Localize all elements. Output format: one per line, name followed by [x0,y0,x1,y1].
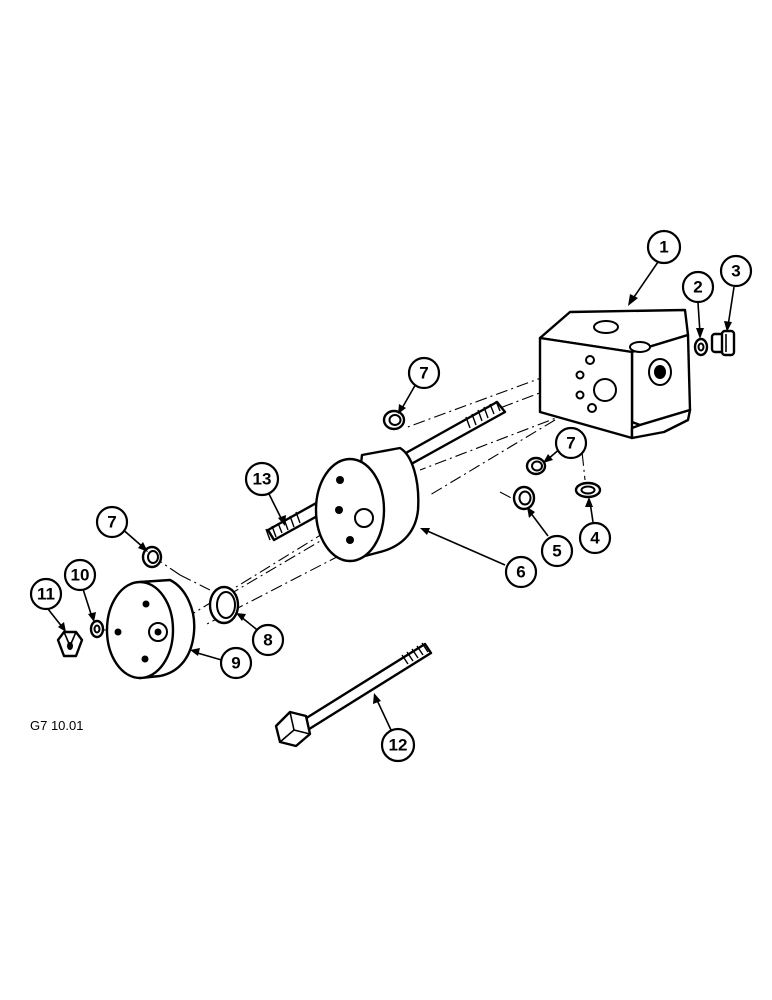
svg-text:12: 12 [389,736,408,755]
callout-2: 2 [681,270,715,304]
svg-text:10: 10 [71,566,90,585]
callout-5: 5 [540,534,574,568]
svg-text:11: 11 [37,585,55,604]
cylinder-6 [314,446,420,563]
callout-12: 12 [380,727,416,763]
valve-body-block [538,308,692,440]
sealing-washer-2 [693,337,709,357]
callout-8: 8 [251,623,285,657]
hex-bolt-12 [274,642,433,748]
seal-ring-7-left [141,545,163,569]
svg-text:5: 5 [552,542,561,561]
svg-text:13: 13 [253,470,272,489]
callout-4: 4 [578,521,612,555]
svg-text:7: 7 [419,364,428,383]
callout-9: 9 [219,646,253,680]
callout-7-left: 7 [95,505,129,539]
svg-text:9: 9 [231,654,240,673]
callout-7-top: 7 [407,356,441,390]
svg-text:6: 6 [516,563,525,582]
callout-1: 1 [646,229,682,265]
o-ring-8 [208,585,240,625]
svg-text:3: 3 [731,262,740,281]
plug-3 [710,329,736,357]
svg-text:8: 8 [263,631,272,650]
seal-ring-5 [512,485,536,511]
svg-text:7: 7 [566,434,575,453]
end-cap-9 [105,578,196,680]
callout-10: 10 [63,558,97,592]
callout-6: 6 [504,555,538,589]
callout-13: 13 [244,461,280,497]
seal-ring-7-right [525,456,547,476]
callout-11: 11 [29,577,63,611]
callout-7-right: 7 [554,426,588,460]
lock-washer-10 [89,619,105,639]
svg-text:1: 1 [659,238,668,257]
seal-ring-7-top [382,409,406,431]
figure-code: G7 10.01 [30,718,84,733]
hex-nut-11 [56,630,84,658]
svg-text:7: 7 [107,513,116,532]
callout-3: 3 [719,254,753,288]
svg-text:4: 4 [590,529,600,548]
svg-text:2: 2 [693,278,702,297]
seal-ring-4 [574,481,602,499]
